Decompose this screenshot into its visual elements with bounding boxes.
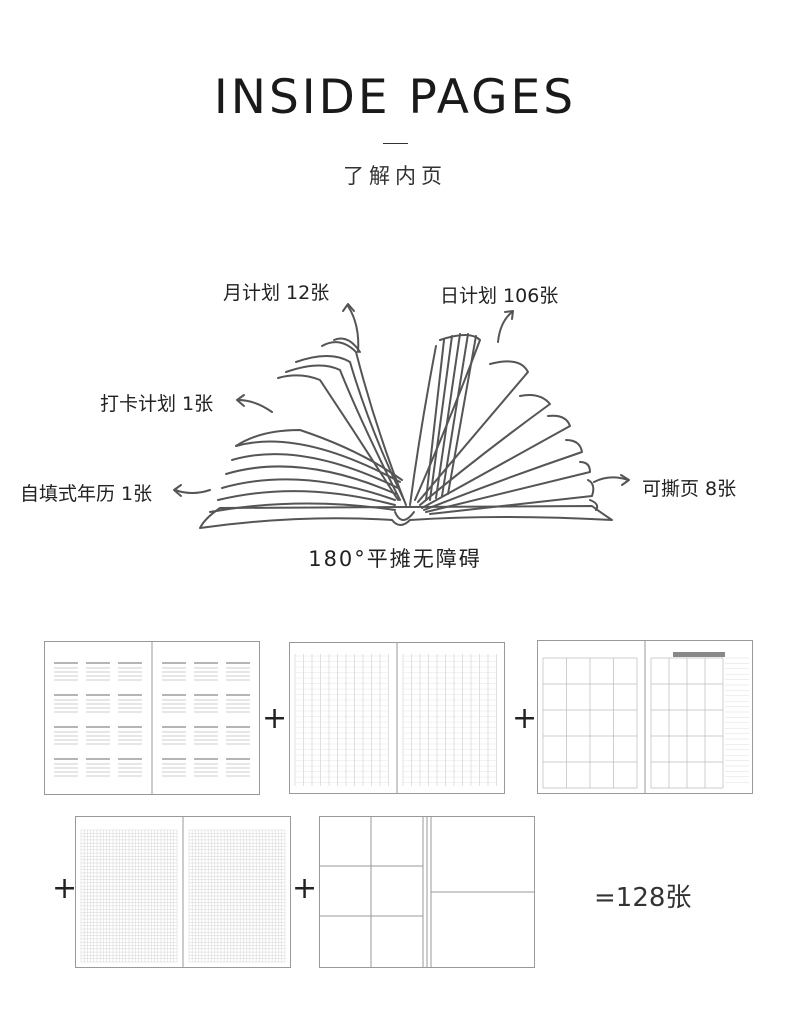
flat-open-text: 180°平摊无障碍	[308, 547, 482, 571]
daily-plan-label: 日计划 106张	[440, 285, 559, 307]
calendar-label: 自填式年历 1张	[20, 483, 153, 505]
calendar-page-thumbnail	[44, 641, 260, 795]
monthly-plan-label: 月计划 12张	[223, 282, 330, 304]
daily-page-thumbnail	[75, 816, 291, 968]
checkin-plan-label: 打卡计划 1张	[100, 393, 214, 415]
plus-sign-4: +	[292, 871, 318, 906]
title-divider	[383, 143, 408, 144]
page-subtitle: 了解内页	[343, 164, 447, 188]
plus-sign-2: +	[512, 701, 538, 736]
plus-sign-1: +	[262, 701, 288, 736]
checkin-page-thumbnail	[289, 642, 505, 794]
monthly-page-thumbnail	[537, 640, 753, 794]
total-pages-text: =128张	[594, 883, 692, 913]
tearoff-label: 可撕页 8张	[642, 478, 737, 500]
page-title: INSIDE PAGES	[213, 70, 577, 125]
plus-sign-3: +	[52, 871, 78, 906]
tearoff-page-thumbnail	[319, 816, 535, 968]
